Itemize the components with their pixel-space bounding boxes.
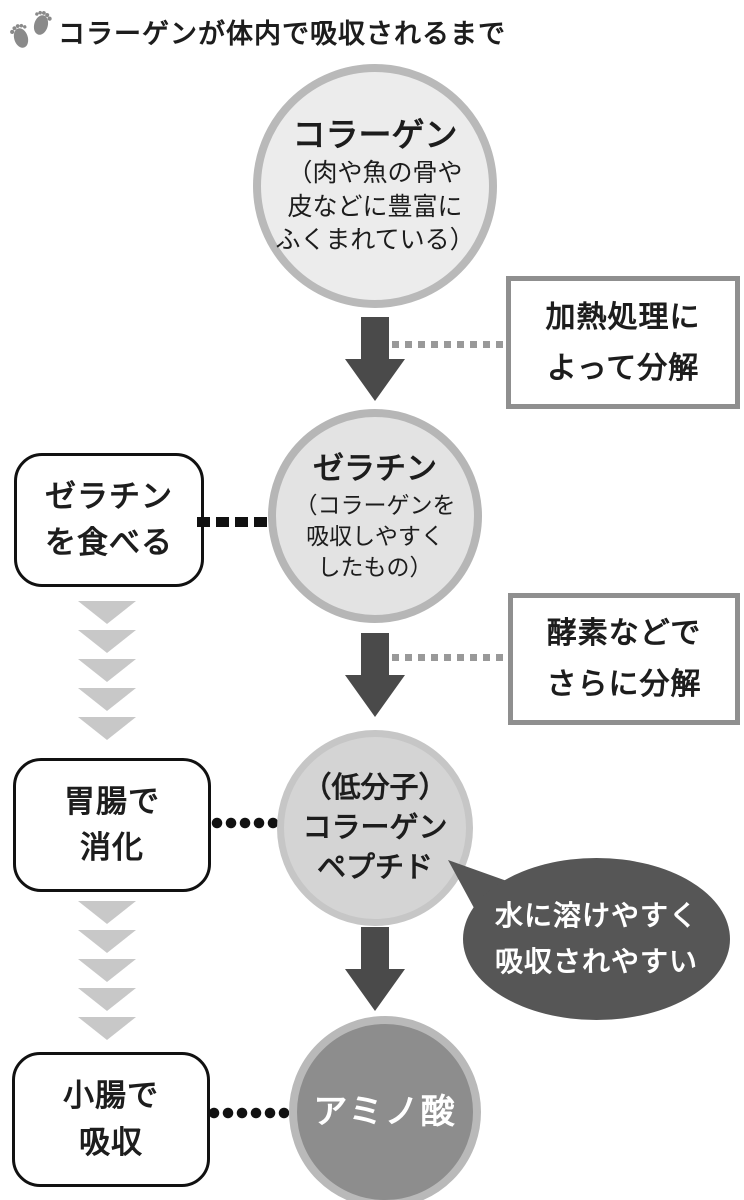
node-collagen-note-line2: 皮などに豊富に [287, 192, 463, 221]
callout-soluble: 水に溶けやすく 吸収されやすい [463, 858, 730, 1020]
node-collagen-peptide: （低分子） コラーゲン ペプチド [277, 730, 473, 926]
action-box-eat-gelatin: ゼラチン を食べる [14, 453, 204, 587]
node-gelatin: ゼラチン （コラーゲンを 吸収しやすく したもの） [268, 409, 482, 623]
node-collagen-note-line3: ふくまれている） [275, 226, 475, 255]
process-heat-line2: よって分解 [546, 351, 700, 385]
chevron-down-icon [78, 930, 136, 953]
process-box-enzyme: 酵素などで さらに分解 [508, 593, 740, 725]
chevron-down-icon [78, 901, 136, 924]
node-peptide-line2: コラーゲン [302, 811, 448, 844]
page-title: コラーゲンが体内で吸収されるまで [58, 19, 506, 49]
process-enzyme-line2: さらに分解 [546, 668, 702, 701]
node-collagen-title: コラーゲン [292, 115, 458, 153]
chevron-down-icon [78, 717, 136, 740]
callout-line1: 水に溶けやすく [494, 899, 698, 931]
action-digest-line1: 胃腸で [64, 783, 160, 819]
node-gelatin-note-line3: したもの） [317, 553, 433, 580]
chevron-down-icon [78, 988, 136, 1011]
node-gelatin-note-line1: （コラーゲンを [294, 491, 456, 518]
action-eat-line2: を食べる [45, 525, 173, 560]
node-collagen: コラーゲン （肉や魚の骨や 皮などに豊富に ふくまれている） [253, 64, 497, 308]
node-amino-acid: アミノ酸 [289, 1016, 481, 1200]
chevron-down-icon [78, 1017, 136, 1040]
chevron-down-icon [78, 688, 136, 711]
chevron-down-icon [78, 659, 136, 682]
dotted-connector-digest [211, 817, 283, 829]
node-amino-title: アミノ酸 [313, 1092, 457, 1131]
action-box-absorb: 小腸で 吸収 [12, 1052, 210, 1187]
node-gelatin-title: ゼラチン [313, 451, 437, 487]
action-absorb-line1: 小腸で [63, 1078, 159, 1113]
action-eat-line1: ゼラチン [45, 478, 173, 514]
chevron-down-icon [78, 601, 136, 624]
dotted-connector-absorb [208, 1107, 292, 1119]
node-gelatin-note-line2: 吸収しやすく [306, 522, 444, 549]
action-box-digest: 胃腸で 消化 [13, 758, 211, 892]
down-arrow-icon [345, 927, 405, 1011]
chevron-flow-eat-to-digest [78, 601, 136, 740]
chevron-flow-digest-to-absorb [78, 901, 136, 1040]
action-absorb-line2: 吸収 [79, 1124, 143, 1160]
process-box-heat: 加熱処理に よって分解 [506, 276, 740, 409]
down-arrow-icon [345, 317, 405, 401]
chevron-down-icon [78, 959, 136, 982]
node-peptide-line1: （低分子） [302, 771, 448, 804]
action-digest-line2: 消化 [80, 830, 144, 865]
down-arrow-icon [345, 633, 405, 717]
footprints-icon [10, 10, 52, 48]
callout-line2: 吸収されやすい [494, 946, 698, 977]
node-collagen-note-line1: （肉や魚の骨や [287, 158, 463, 187]
node-peptide-line3: ペプチド [316, 852, 433, 884]
process-enzyme-line1: 酵素などで [546, 617, 702, 650]
process-heat-line1: 加熱処理に [545, 300, 701, 334]
chevron-down-icon [78, 630, 136, 653]
dotted-connector-heat [392, 341, 506, 348]
dotted-connector-enzyme [392, 654, 508, 661]
dashed-connector-eat [197, 517, 269, 527]
